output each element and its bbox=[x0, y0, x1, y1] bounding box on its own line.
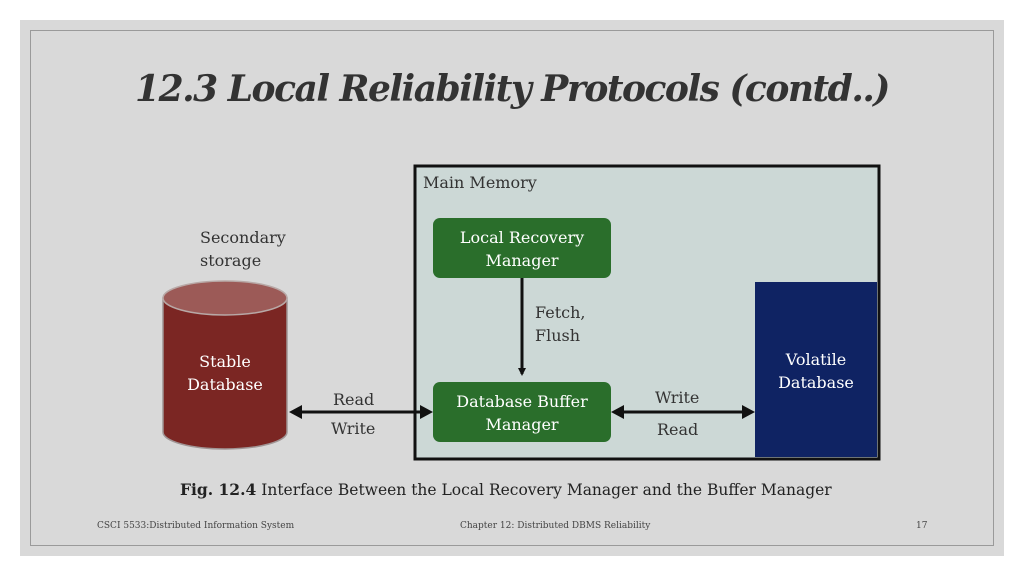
flush-label: Flush bbox=[535, 326, 581, 345]
database-buffer-manager-label-line2: Manager bbox=[485, 415, 559, 434]
volatile-database-block bbox=[755, 282, 877, 457]
secondary-storage-label-line2: storage bbox=[200, 251, 262, 270]
local-recovery-manager-label-line1: Local Recovery bbox=[459, 228, 585, 247]
slide-border bbox=[30, 30, 994, 546]
database-buffer-manager-label-line1: Database Buffer bbox=[456, 392, 588, 411]
right-read-label: Read bbox=[657, 420, 699, 439]
left-write-label: Write bbox=[331, 419, 376, 438]
figure-caption-text: Interface Between the Local Recovery Man… bbox=[256, 481, 832, 499]
stable-buffer-arrow bbox=[289, 405, 433, 419]
main-memory-label: Main Memory bbox=[423, 173, 537, 192]
slide: 12.3 Local Reliability Protocols (contd.… bbox=[20, 20, 1004, 556]
footer-course: CSCI 5533:Distributed Information System bbox=[97, 521, 295, 531]
figure-number: Fig. 12.4 bbox=[180, 480, 257, 499]
fetch-label: Fetch, bbox=[535, 303, 586, 322]
local-recovery-manager-label-line2: Manager bbox=[485, 251, 559, 270]
figure-caption: Fig. 12.4 Interface Between the Local Re… bbox=[180, 480, 832, 499]
stable-database-label-line1: Stable bbox=[199, 352, 251, 371]
stable-database-label-line2: Database bbox=[187, 375, 263, 394]
architecture-diagram bbox=[162, 164, 881, 461]
footer-chapter: Chapter 12: Distributed DBMS Reliability bbox=[460, 521, 651, 531]
right-write-label: Write bbox=[655, 388, 700, 407]
volatile-database-label-line1: Volatile bbox=[785, 350, 847, 369]
volatile-database-label-line2: Database bbox=[778, 373, 854, 392]
left-read-label: Read bbox=[333, 390, 375, 409]
local-recovery-manager-box bbox=[433, 218, 611, 278]
slide-title: 12.3 Local Reliability Protocols (contd.… bbox=[135, 68, 890, 110]
database-buffer-manager-box bbox=[433, 382, 611, 442]
stable-database-cylinder bbox=[162, 280, 288, 450]
footer-page-number: 17 bbox=[916, 521, 928, 531]
buffer-volatile-arrow bbox=[611, 405, 755, 419]
secondary-storage-label-line1: Secondary bbox=[200, 228, 286, 247]
